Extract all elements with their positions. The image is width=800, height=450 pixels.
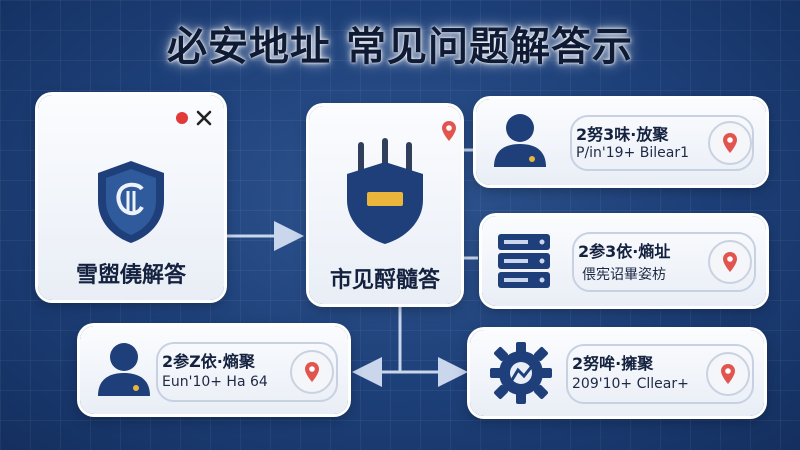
gear-pill: [566, 344, 754, 404]
shield-plug-icon: [347, 138, 423, 244]
user-top-subtitle: P/in'19+ Bilear1: [576, 145, 690, 161]
user-bottom-pill: [156, 342, 338, 402]
user-top-pin-button[interactable]: [708, 121, 752, 165]
user-icon: [98, 343, 150, 396]
server-icon: [498, 234, 550, 288]
server-title: 2参3依·熵址: [578, 242, 671, 261]
page-title: 必安地址 常见问题解答示: [167, 24, 633, 70]
shield-card-label: 雪盥僥解答: [75, 263, 186, 288]
status-dot-icon: [176, 112, 188, 124]
server-pill: [572, 232, 756, 292]
location-pin-icon: [442, 121, 456, 141]
center-card[interactable]: 市见酹髓答: [309, 106, 461, 304]
gear-subtitle: 209'10+ Cllear+: [572, 376, 689, 392]
user-icon: [494, 114, 546, 167]
close-icon[interactable]: [195, 109, 213, 127]
location-pin-icon: [723, 252, 737, 272]
shield-card[interactable]: 雪盥僥解答: [38, 95, 224, 300]
user-top-title: 2努3味·放聚: [576, 125, 669, 144]
user-bottom-title: 2参Z依·熵聚: [162, 352, 255, 371]
status-dot: [176, 112, 188, 124]
gear-card[interactable]: 2努哞·擁聚 209'10+ Cllear+: [470, 330, 764, 416]
user-card-top[interactable]: 2努3味·放聚 P/in'19+ Bilear1: [476, 99, 766, 185]
user-bottom-subtitle: Eun'10+ Ha 64: [162, 374, 268, 390]
user-bottom-pin-button[interactable]: [290, 350, 334, 394]
location-pin-icon: [723, 133, 737, 153]
shield-icon: [98, 161, 164, 243]
server-card[interactable]: 2参3依·熵址 偎宪诏畢姿枋: [482, 216, 766, 306]
user-card-bottom[interactable]: 2参Z依·熵聚 Eun'10+ Ha 64: [80, 326, 348, 414]
location-pin-icon: [721, 364, 735, 384]
gear-icon: [490, 342, 552, 404]
gear-pin-button[interactable]: [706, 352, 750, 396]
gear-title: 2努哞·擁聚: [572, 354, 654, 373]
server-subtitle: 偎宪诏畢姿枋: [582, 267, 666, 283]
center-card-label: 市见酹髓答: [329, 268, 440, 293]
location-pin-icon: [305, 362, 319, 382]
server-pin-button[interactable]: [708, 240, 752, 284]
user-top-pill: [570, 115, 754, 171]
